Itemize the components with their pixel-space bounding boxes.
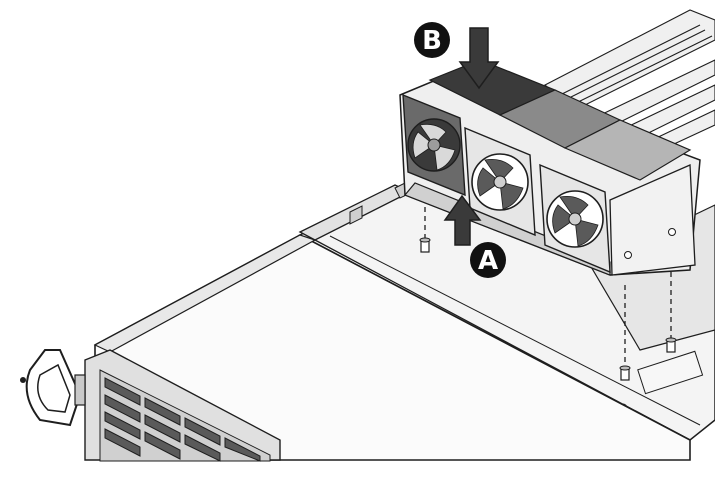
drive-grille — [99, 369, 271, 462]
rear-fan-row — [428, 59, 692, 181]
fan-bracket-ear — [609, 164, 696, 276]
cover-edge — [93, 234, 317, 353]
bracket-screw-hole — [624, 251, 632, 259]
screw-post-right-2 — [665, 337, 677, 353]
fan-module-1 — [402, 93, 466, 197]
bracket-screw-hole — [668, 228, 676, 236]
arrow-down-b — [458, 27, 500, 90]
callout-b-label: B — [422, 26, 442, 56]
fan-module-2 — [464, 126, 536, 237]
chassis-front-edge-inner — [329, 235, 701, 426]
front-bezel — [20, 349, 281, 462]
callout-a-label: A — [478, 246, 498, 276]
screw-post-left — [419, 237, 431, 253]
chassis-rail-tab — [349, 205, 363, 225]
screw-post-right-1 — [619, 365, 631, 381]
callout-a: A — [470, 242, 506, 278]
arrow-up-a — [443, 194, 482, 246]
fan-module-3 — [539, 163, 611, 274]
callout-b: B — [414, 22, 450, 58]
board-connector — [637, 350, 704, 395]
rack-handle — [20, 349, 86, 427]
